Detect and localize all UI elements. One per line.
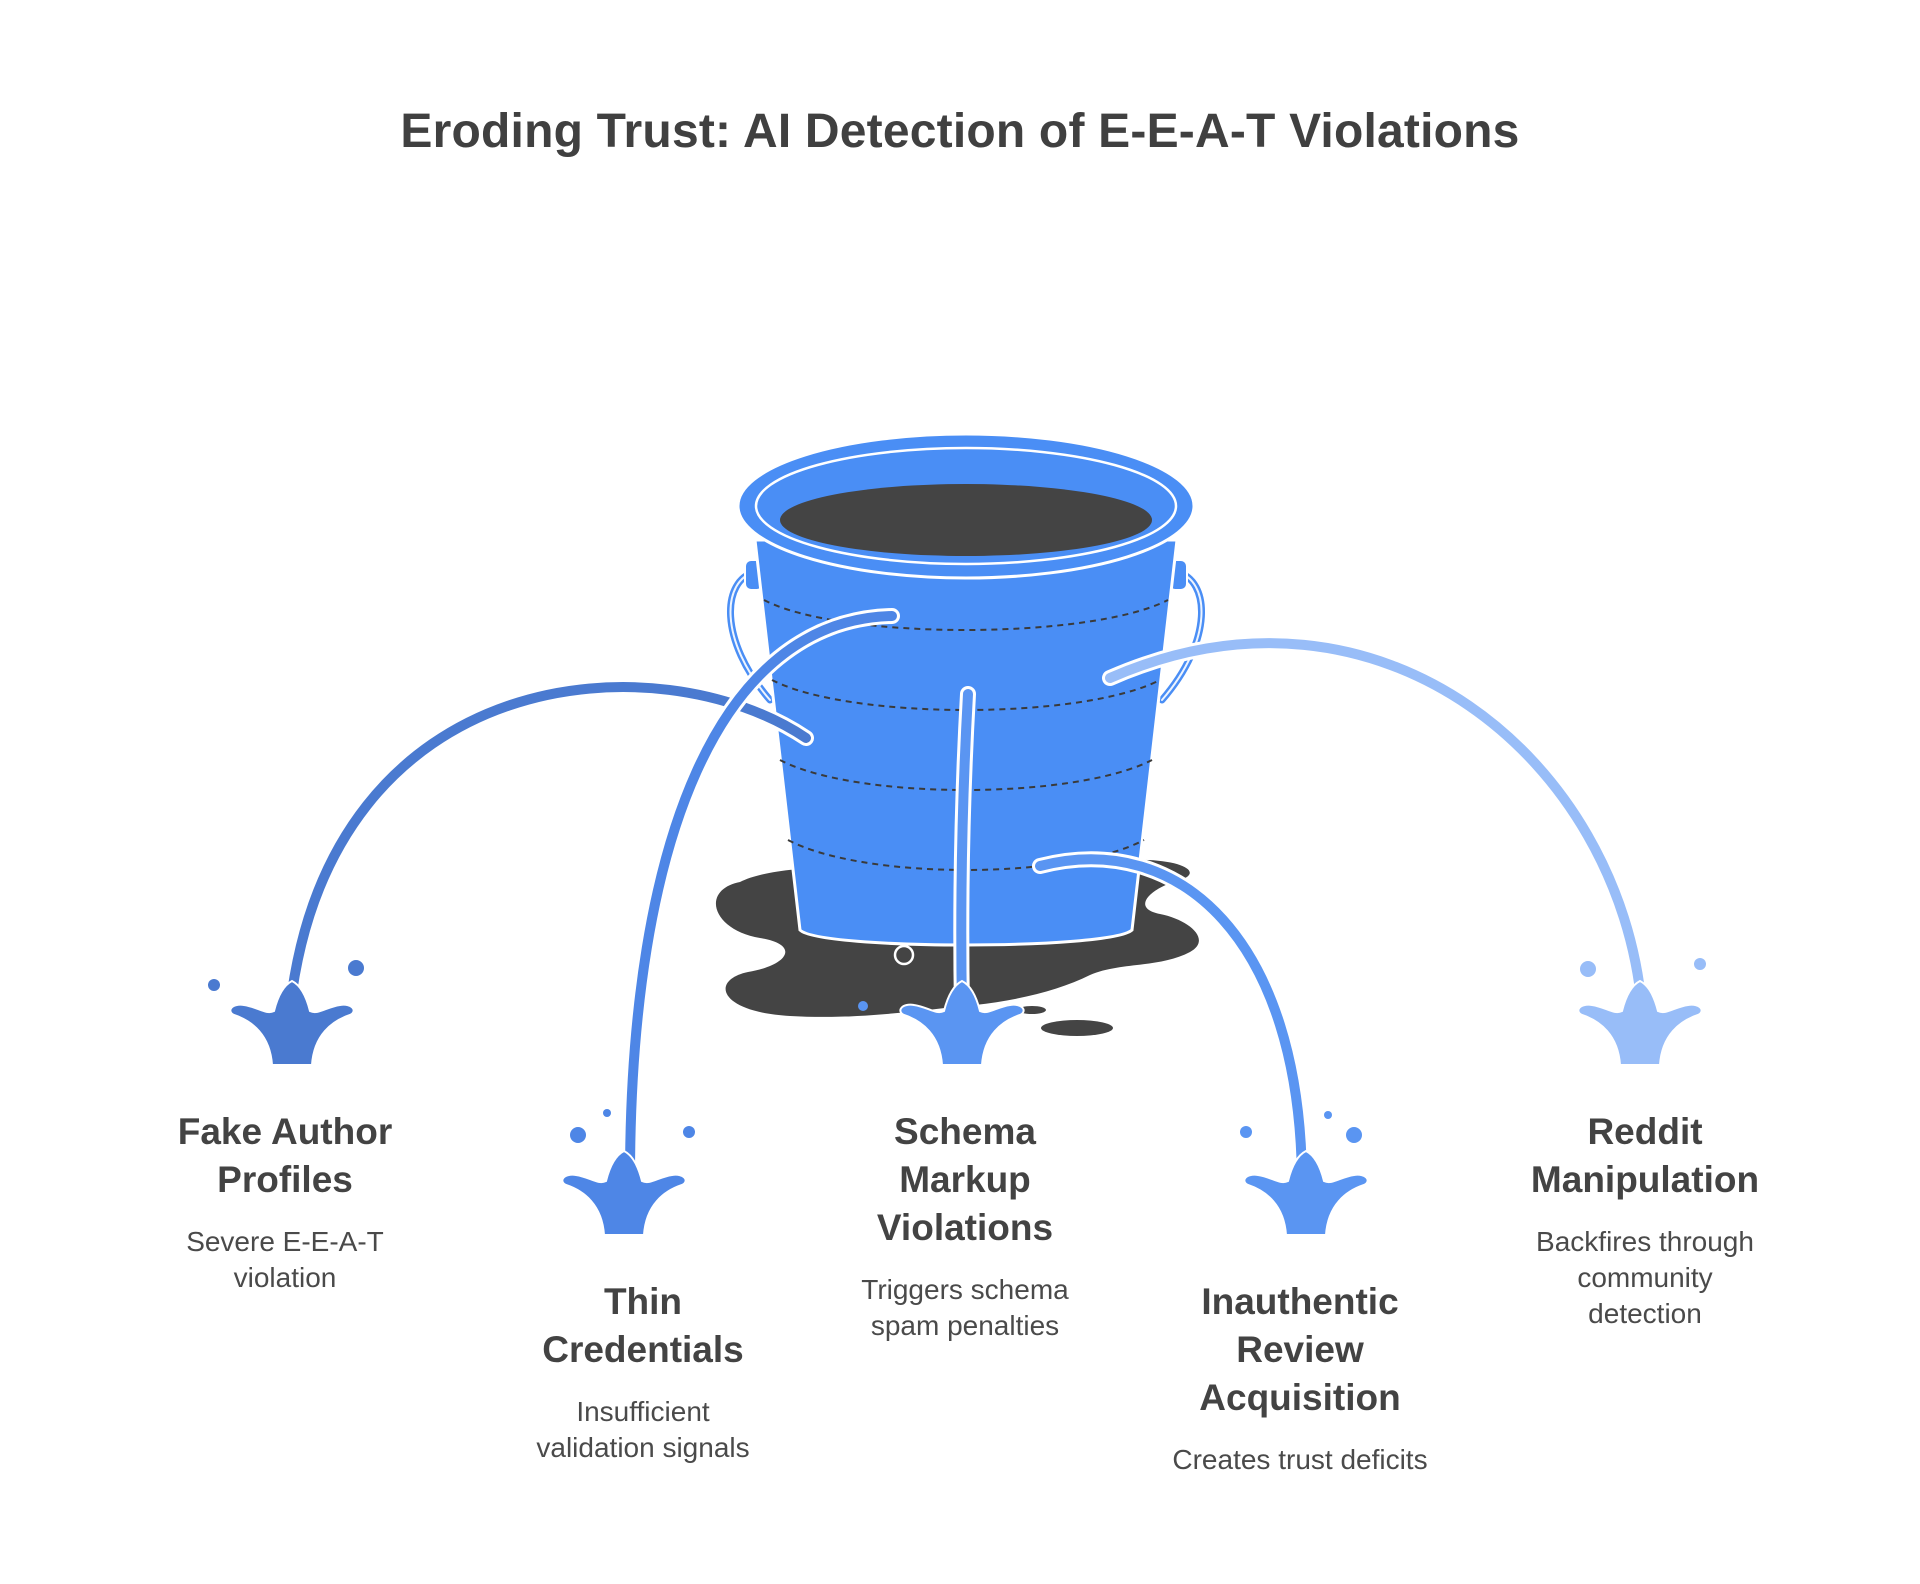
stream-inauthentic-review xyxy=(1032,851,1310,1188)
splash-icon xyxy=(858,979,1025,1066)
item-thin-credentials: Thin Credentials Insufficient validation… xyxy=(498,1278,788,1466)
item-inauthentic-review-acquisition: Inauthentic Review Acquisition Creates t… xyxy=(1140,1278,1460,1478)
item-title: Thin Credentials xyxy=(542,1281,744,1370)
bucket-icon xyxy=(727,432,1205,966)
splash-drop xyxy=(683,1126,695,1138)
splash-drop xyxy=(858,1001,868,1011)
item-fake-author-profiles: Fake Author Profiles Severe E-E-A-T viol… xyxy=(150,1108,420,1296)
splash-drop xyxy=(348,960,364,976)
splash-drop xyxy=(1324,1111,1332,1119)
splash-drop xyxy=(603,1109,611,1117)
item-description: Triggers schema spam penalties xyxy=(861,1274,1069,1341)
item-title: Inauthentic Review Acquisition xyxy=(1199,1281,1401,1418)
splash-drop xyxy=(1694,958,1706,970)
item-title: Reddit Manipulation xyxy=(1530,1111,1760,1200)
stream-thin-credentials xyxy=(622,608,900,1186)
splash-icon xyxy=(561,1109,695,1236)
stream-fake-author xyxy=(282,679,814,1016)
splash-icon xyxy=(1240,1111,1369,1236)
item-description: Backfires through community detection xyxy=(1536,1226,1754,1329)
item-description: Severe E-E-A-T violation xyxy=(186,1226,384,1293)
stream-schema-markup xyxy=(953,686,976,1018)
splash-drop xyxy=(1240,1126,1252,1138)
splash-icon xyxy=(208,960,364,1066)
item-description: Insufficient validation signals xyxy=(536,1396,750,1463)
splash-drop xyxy=(570,1127,586,1143)
item-title: Schema Markup Violations xyxy=(876,1111,1054,1248)
splash-icon xyxy=(1577,958,1706,1066)
stream-reddit-manipulation xyxy=(1102,635,1650,1016)
splash-drop xyxy=(1346,1127,1362,1143)
item-title: Fake Author Profiles xyxy=(177,1111,393,1200)
splash-group xyxy=(208,958,1706,1236)
splash-drop xyxy=(208,979,220,991)
item-schema-markup-violations: Schema Markup Violations Triggers schema… xyxy=(825,1108,1105,1344)
leak-streams xyxy=(282,608,1650,1188)
item-description: Creates trust deficits xyxy=(1172,1444,1428,1475)
splash-drop xyxy=(1580,961,1596,977)
page-title: Eroding Trust: AI Detection of E-E-A-T V… xyxy=(400,105,1520,158)
item-reddit-manipulation: Reddit Manipulation Backfires through co… xyxy=(1500,1108,1790,1332)
